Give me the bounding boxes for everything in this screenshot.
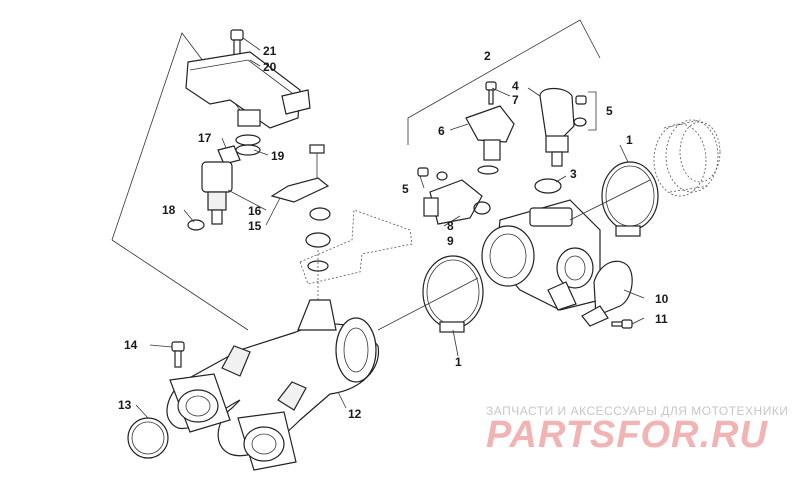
heat-shield <box>299 209 413 285</box>
callout-16: 16 <box>248 204 262 218</box>
callout-14: 14 <box>124 338 138 352</box>
callout-17: 17 <box>198 131 212 145</box>
throttle-body <box>481 199 601 311</box>
clip-17 <box>217 145 241 165</box>
callout-4: 4 <box>512 79 519 93</box>
leader-axis-1 <box>377 277 479 331</box>
seal-19 <box>235 134 261 156</box>
screws-5-left <box>417 167 448 181</box>
screw-11 <box>611 319 633 329</box>
callout-18: 18 <box>162 203 176 217</box>
fuel-rail-20 <box>185 51 311 129</box>
clamp-1-upper <box>601 161 659 237</box>
oring-3 <box>534 178 562 194</box>
tps-8 <box>423 179 483 225</box>
intake-boot <box>653 119 721 197</box>
callout-20: 20 <box>263 60 277 74</box>
clamp-1-lower <box>422 255 484 333</box>
callout-labels: 21 20 19 17 16 18 15 14 13 12 1 1 2 4 7 … <box>118 44 669 421</box>
leader-axis-upper <box>569 179 651 221</box>
group-bracket-2 <box>407 19 601 145</box>
group-bracket-left-lower <box>111 239 249 331</box>
gasket-13 <box>127 417 169 459</box>
callout-19: 19 <box>271 149 285 163</box>
callout-8: 8 <box>447 219 454 233</box>
sensor-6 <box>465 105 515 175</box>
seal-18 <box>187 219 205 231</box>
leader-lines <box>135 37 645 419</box>
callout-2: 2 <box>484 49 491 63</box>
callout-11: 11 <box>655 312 668 326</box>
callout-1-lower: 1 <box>455 355 462 369</box>
callout-12: 12 <box>348 407 362 421</box>
callout-5-right: 5 <box>606 104 613 118</box>
callout-9: 9 <box>447 234 454 248</box>
callout-1-upper: 1 <box>626 133 633 147</box>
watermark-caption: ЗАПЧАСТИ И АКСЕССУАРЫ ДЛЯ МОТОТЕХНИКИ <box>486 404 789 418</box>
injector-16 <box>201 161 233 225</box>
screws-5-right <box>573 95 587 127</box>
cover-10 <box>581 260 633 327</box>
bolt-21 <box>230 29 244 63</box>
oring-9 <box>473 201 491 215</box>
callout-21: 21 <box>263 44 277 58</box>
callout-7: 7 <box>512 93 519 107</box>
intake-manifold-12 <box>166 299 380 471</box>
callout-13: 13 <box>118 398 132 412</box>
callout-15: 15 <box>248 219 262 233</box>
callout-6: 6 <box>438 124 445 138</box>
screw-14 <box>171 341 185 368</box>
callout-5-left: 5 <box>402 182 409 196</box>
callout-3: 3 <box>570 167 577 181</box>
screw-7 <box>485 81 497 105</box>
idle-valve-4 <box>539 87 575 167</box>
callout-10: 10 <box>655 292 669 306</box>
bracket-5 <box>588 91 597 131</box>
watermark-logo: PARTSFOR.RU <box>486 414 768 456</box>
bracket-15 <box>270 144 331 248</box>
